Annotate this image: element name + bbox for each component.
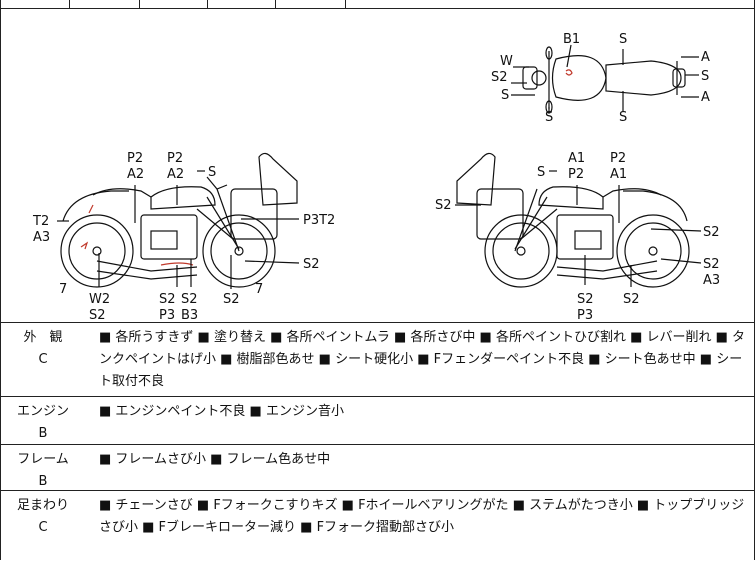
label-right-s2-r1: S2 [703,225,720,240]
label-left-s2-under-w2: S2 [89,308,106,323]
damage-diagram: B1 W S2 S S S S A S A P2 A2 P2 A2 S T2 A… [1,8,755,323]
label-left-s2-c: S2 [223,292,240,307]
label-top-a-bottom: A [701,90,710,105]
category-name: フレーム [17,452,69,467]
table-top-strip [1,0,755,8]
label-right-a1-a: A1 [568,151,585,166]
row-category: フレーム B [1,445,85,493]
label-top-a-top: A [701,50,710,65]
label-left-s-mirror: S [208,165,216,180]
label-right-s2-bottom-a: S2 [577,292,594,307]
row-category: 外 観 C [1,323,85,371]
label-top-s-bottom1: S [545,110,553,125]
label-top-w: W [500,54,513,69]
label-left-a2-b: A2 [167,167,184,182]
label-left-7-left: 7 [59,282,67,297]
label-left-7-right: 7 [255,282,263,297]
label-left-p3t2: P3T2 [303,213,335,228]
label-right-p3: P3 [577,308,593,323]
category-grade: C [38,520,48,535]
row-engine: エンジン B ■ エンジンペイント不良 ■ エンジン音小 [1,396,755,445]
label-top-s2: S2 [491,70,508,85]
label-right-s2-bottom-b: S2 [623,292,640,307]
category-grade: B [38,474,48,489]
category-name: 足まわり [16,498,69,513]
label-top-s-left: S [501,88,509,103]
row-description: ■ チェーンさび ■ Fフォークこすりキズ ■ Fホイールベアリングがた ■ ス… [99,498,745,535]
category-name: 外 観 [23,330,63,345]
label-right-p2-b: P2 [610,151,626,166]
label-left-b3: B3 [181,308,198,323]
motorcycle-diagram-svg: B1 W S2 S S S S A S A P2 A2 P2 A2 S T2 A… [32,32,720,323]
row-frame: フレーム B ■ フレームさび小 ■ フレーム色あせ中 [1,444,755,491]
label-top-s-right: S [701,69,709,84]
label-right-s-mirror: S [537,165,545,180]
category-grade: B [38,426,48,441]
label-left-p3: P3 [159,308,175,323]
label-left-p2-a: P2 [127,151,143,166]
top-view-motorcycle [522,46,686,114]
label-right-s2-left: S2 [435,198,452,213]
category-grade: C [38,352,48,367]
label-left-s2-b: S2 [181,292,198,307]
label-left-a3: A3 [33,230,50,245]
label-right-s2-r2: S2 [703,257,720,272]
row-category: 足まわり C [1,491,85,539]
label-left-t2: T2 [32,214,49,229]
row-description: ■ フレームさび小 ■ フレーム色あせ中 [99,452,331,467]
left-side-motorcycle [60,152,298,288]
label-left-a2-a: A2 [127,167,144,182]
label-top-b1: B1 [563,32,580,47]
row-description: ■ 各所うすきず ■ 塗り替え ■ 各所ペイントムラ ■ 各所さび中 ■ 各所ペ… [99,330,746,389]
row-exterior: 外 観 C ■ 各所うすきず ■ 塗り替え ■ 各所ペイントムラ ■ 各所さび中… [1,322,755,395]
label-left-p2-b: P2 [167,151,183,166]
row-suspension: 足まわり C ■ チェーンさび ■ Fフォークこすりキズ ■ Fホイールベアリン… [1,490,755,561]
category-name: エンジン [16,404,69,419]
label-right-a3: A3 [703,273,720,288]
label-top-s-bottom2: S [619,110,627,125]
row-description: ■ エンジンペイント不良 ■ エンジン音小 [99,404,344,419]
row-category: エンジン B [1,397,85,445]
label-left-w2: W2 [89,292,110,307]
label-left-s2-wheel: S2 [303,257,320,272]
label-right-a1-b: A1 [610,167,627,182]
label-top-s-top: S [619,32,627,47]
right-side-motorcycle [456,152,690,288]
label-right-p2-a: P2 [568,167,584,182]
label-left-s2-a: S2 [159,292,176,307]
